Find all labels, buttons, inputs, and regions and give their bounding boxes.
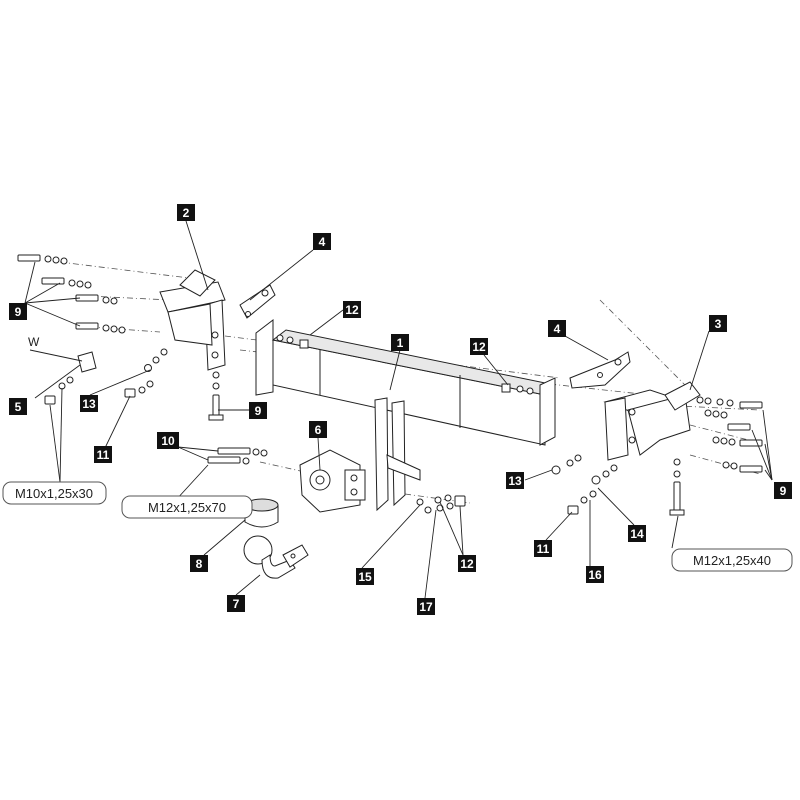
callout-13-left: 13 xyxy=(80,395,98,412)
callout-3-label: 3 xyxy=(715,317,722,331)
right-bracket xyxy=(603,381,701,461)
callout-12-mid: 12 xyxy=(470,338,488,355)
callout-5-label: 5 xyxy=(15,400,22,414)
callout-9-left: 9 xyxy=(9,303,27,320)
callout-2-label: 2 xyxy=(183,206,190,220)
right-small-hardware xyxy=(551,454,618,515)
w-marker-label: W xyxy=(28,335,40,349)
callout-11-left: 11 xyxy=(94,446,112,463)
dimension-m10-label: M10x1,25x30 xyxy=(15,486,93,501)
callout-12-bottom: 12 xyxy=(458,555,476,572)
callout-9-mid: 9 xyxy=(249,402,267,419)
main-crossbar xyxy=(255,318,557,446)
callout-12-top-label: 12 xyxy=(345,303,359,317)
left-small-hardware xyxy=(44,348,168,405)
callout-12-bottom-label: 12 xyxy=(460,557,474,571)
callout-5: 5 xyxy=(9,398,27,415)
callout-4-left-label: 4 xyxy=(319,235,326,249)
callout-11-right-label: 11 xyxy=(537,542,550,556)
callout-4-right-label: 4 xyxy=(554,322,561,336)
center-hardware xyxy=(276,334,534,514)
left-small-bracket xyxy=(239,284,276,319)
callout-15-label: 15 xyxy=(358,570,372,584)
callout-11-right: 11 xyxy=(534,540,552,557)
callout-6: 6 xyxy=(309,421,327,438)
callout-badges: 2 4 12 1 12 4 3 9 5 13 9 6 10 11 13 9 14… xyxy=(9,204,792,615)
callout-9-right-label: 9 xyxy=(780,484,787,498)
callout-17-label: 17 xyxy=(419,600,433,614)
callout-7-label: 7 xyxy=(233,597,240,611)
dimension-m12-40: M12x1,25x40 xyxy=(671,548,793,572)
callout-16-label: 16 xyxy=(588,568,602,582)
tow-ball xyxy=(243,535,309,579)
callout-10-label: 10 xyxy=(161,434,175,448)
callout-9-left-label: 9 xyxy=(15,305,22,319)
callout-13-right: 13 xyxy=(506,472,524,489)
callout-7: 7 xyxy=(227,595,245,612)
callout-1-label: 1 xyxy=(397,336,404,350)
center-drop-plates xyxy=(374,397,421,512)
dimension-m12-40-label: M12x1,25x40 xyxy=(693,553,771,568)
callout-3: 3 xyxy=(709,315,727,332)
right-lower-bolt xyxy=(669,458,685,516)
callout-2: 2 xyxy=(177,204,195,221)
callout-8: 8 xyxy=(190,555,208,572)
left-bracket xyxy=(159,269,226,371)
callout-10: 10 xyxy=(157,432,179,449)
callout-16: 16 xyxy=(586,566,604,583)
callout-8-label: 8 xyxy=(196,557,203,571)
right-bolts xyxy=(696,396,763,473)
callout-15: 15 xyxy=(356,568,374,585)
callout-9-mid-label: 9 xyxy=(255,404,262,418)
callout-13-left-label: 13 xyxy=(82,397,96,411)
callout-1: 1 xyxy=(391,334,409,351)
bolts-m12x70 xyxy=(207,447,268,465)
ball-cap xyxy=(244,498,279,528)
callout-4-right: 4 xyxy=(548,320,566,337)
right-small-bracket xyxy=(569,351,631,389)
callout-13-right-label: 13 xyxy=(508,474,522,488)
socket-plate xyxy=(299,449,366,513)
callout-17: 17 xyxy=(417,598,435,615)
dimension-m12-70-label: M12x1,25x70 xyxy=(148,500,226,515)
callout-4-left: 4 xyxy=(313,233,331,250)
callout-14-label: 14 xyxy=(630,527,644,541)
callout-12-top: 12 xyxy=(343,301,361,318)
left-bolts xyxy=(17,254,126,334)
dimension-m10: M10x1,25x30 xyxy=(2,481,107,505)
callout-11-left-label: 11 xyxy=(97,448,110,462)
callout-6-label: 6 xyxy=(315,423,322,437)
left-lower-bolt xyxy=(208,371,224,421)
callout-12-mid-label: 12 xyxy=(472,340,486,354)
dimension-m12-70: M12x1,25x70 xyxy=(121,495,253,519)
callout-14: 14 xyxy=(628,525,646,542)
leader-lines xyxy=(24,220,773,599)
callout-9-right: 9 xyxy=(774,482,792,499)
